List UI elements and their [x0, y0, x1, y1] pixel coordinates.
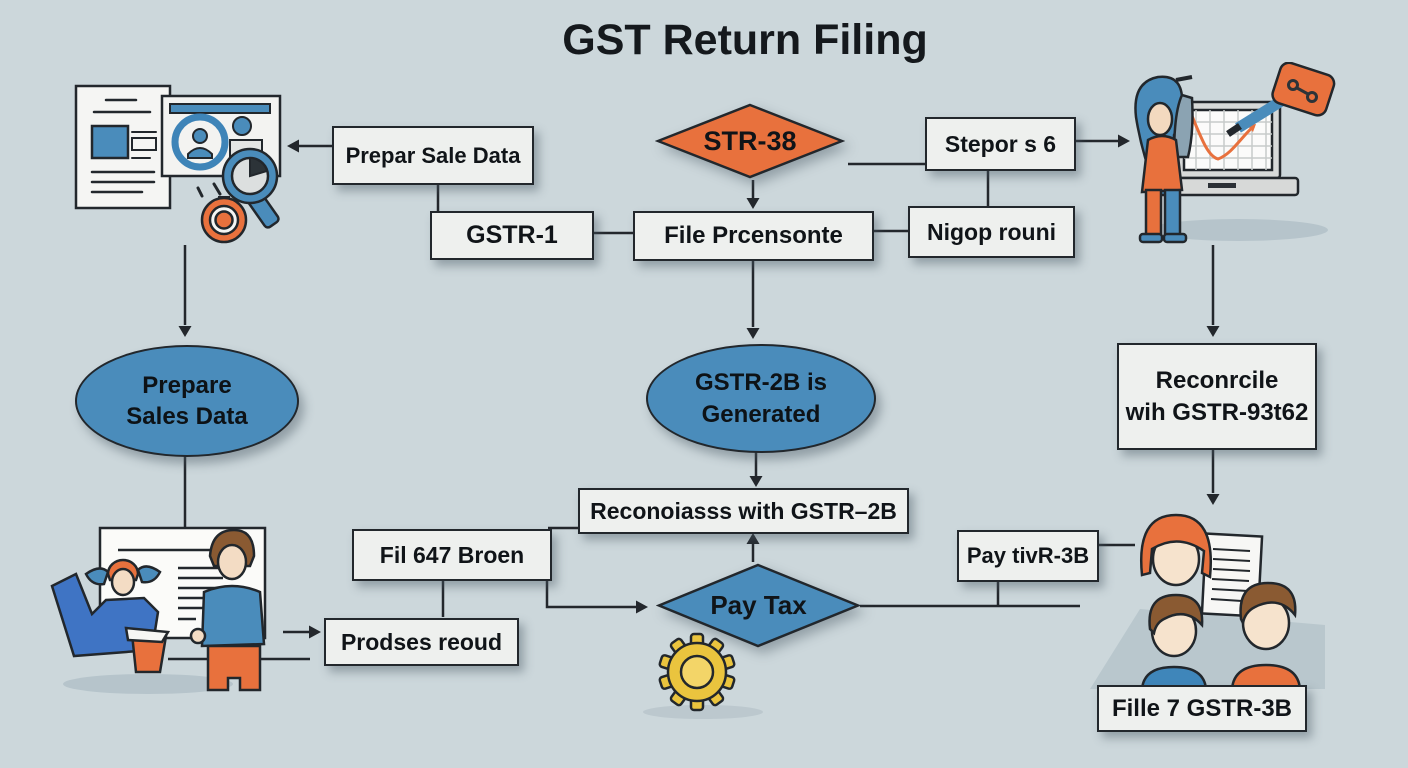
- team-whiteboard-illustration: [50, 526, 310, 694]
- team-review-illustration: [1090, 513, 1325, 691]
- node-label: Fille 7 GSTR-3B: [1111, 694, 1293, 722]
- node-label: Pay tivR-3B: [966, 543, 1090, 568]
- gear-icon: [643, 632, 763, 719]
- node-fil-647-broen: Fil 647 Broen: [352, 529, 552, 581]
- node-reconrcile-gstr: Reconrcile wih GSTR-93t62: [1117, 343, 1317, 450]
- node-prodses-reoud: Prodses reoud: [324, 618, 519, 666]
- node-prepar-sale-data: Prepar Sale Data: [332, 126, 534, 185]
- node-gstr-1: GSTR-1: [430, 211, 594, 260]
- node-label: Fil 647 Broen: [379, 541, 525, 568]
- laptop-chart-icon: [1164, 100, 1300, 197]
- node-label: Prepar Sale Data: [345, 142, 521, 168]
- node-label: Stepor s 6: [944, 130, 1057, 157]
- winged-person: [50, 558, 171, 674]
- node-str-38: STR-38: [655, 103, 845, 179]
- node-label: Pay Tax: [710, 590, 807, 620]
- node-label: Reconrcile wih GSTR-93t62: [1125, 367, 1309, 426]
- node-label: Reconoiasss with GSTR–2B: [590, 497, 897, 524]
- node-reconoiasss-gstr-2b: Reconoiasss with GSTR–2B: [578, 488, 909, 534]
- profile-card-icon: [160, 94, 282, 178]
- magnifier-badge-icon: [221, 147, 280, 229]
- analytics-presenter-illustration: [1134, 62, 1336, 244]
- node-pay-tax: Pay Tax: [656, 563, 861, 648]
- node-stepor-s-6: Stepor s 6: [925, 117, 1076, 171]
- documents-review-illustration: [74, 84, 282, 244]
- node-label: Prodses reoud: [340, 628, 503, 655]
- standing-person: [189, 528, 266, 692]
- stamp-ring-icon: [200, 196, 248, 244]
- blue-shirt-person: [1140, 593, 1208, 691]
- node-label: Prepare Sales Data: [126, 371, 248, 430]
- node-label: File Prcensonte: [664, 222, 843, 249]
- orange-shirt-person: [1230, 581, 1302, 691]
- presenter-person: [1134, 75, 1194, 244]
- diamond-shape: [656, 563, 861, 648]
- node-pay-tivr-3b: Pay tivR-3B: [957, 530, 1099, 582]
- node-label: GSTR-1: [466, 221, 558, 249]
- red-haired-person: [1140, 513, 1212, 587]
- node-fille-7-gstr-3b: Fille 7 GSTR-3B: [1097, 685, 1307, 732]
- diamond-shape: [655, 103, 845, 179]
- page-title: GST Return Filing: [562, 16, 928, 64]
- node-label: Nigop rouni: [926, 218, 1057, 245]
- node-gstr-2b-generated: GSTR-2B is Generated: [646, 344, 876, 453]
- node-file-prcensonte: File Prcensonte: [633, 211, 874, 261]
- node-prepare-sales-data: Prepare Sales Data: [75, 345, 299, 457]
- node-nigop-rouni: Nigop rouni: [908, 206, 1075, 258]
- node-label: GSTR-2B is Generated: [694, 369, 828, 428]
- node-label: STR-38: [703, 125, 797, 156]
- tag-link-icon: [1226, 62, 1336, 137]
